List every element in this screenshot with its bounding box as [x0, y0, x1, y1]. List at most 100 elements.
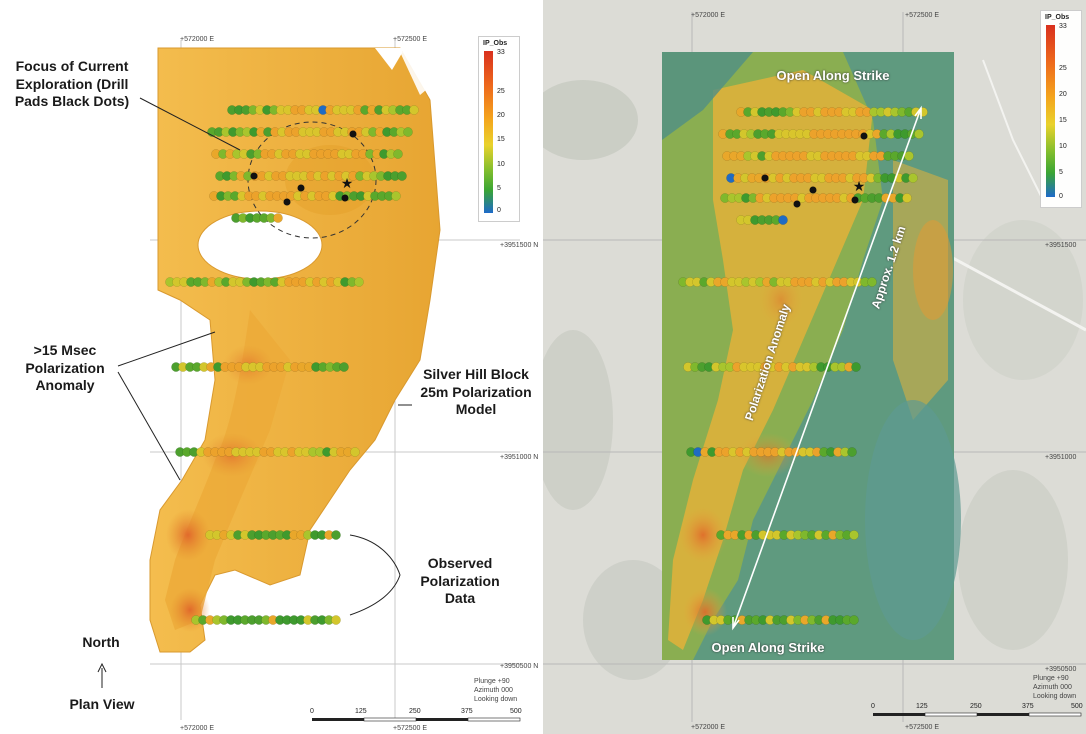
- left-scale-bar: [312, 717, 521, 722]
- legend-tick: 15: [497, 136, 505, 143]
- scale-tick: 125: [916, 703, 928, 710]
- legend-tick: 20: [1059, 91, 1067, 98]
- label-observed-data: Observed Polarization Data: [420, 555, 500, 606]
- view-info-looking: Looking down: [1033, 693, 1077, 700]
- legend-title: IP_Obs: [483, 40, 508, 47]
- ip-reading-point: [409, 105, 419, 115]
- drill-pad: [793, 200, 801, 208]
- view-info-plunge: Plunge +90: [1033, 675, 1069, 682]
- ip-reading-point: [350, 447, 360, 457]
- scale-tick: 0: [310, 708, 314, 715]
- legend-color-ramp: [1046, 25, 1055, 197]
- scale-tick: 375: [461, 708, 473, 715]
- legend-tick: 20: [497, 112, 505, 119]
- drill-pad: [283, 198, 291, 206]
- label-open-strike-top: Open Along Strike: [776, 68, 890, 83]
- grid-label-n1: +3951500 N: [500, 242, 539, 249]
- grid-label-n3: +3950500: [1045, 666, 1077, 673]
- label-open-strike-bottom: Open Along Strike: [711, 640, 825, 655]
- drill-pad: [349, 130, 357, 138]
- right-scale-bar: [873, 712, 1082, 717]
- legend-tick: 5: [1059, 169, 1063, 176]
- strike-length-arrow-icon: [732, 105, 922, 631]
- legend-tick: 25: [497, 88, 505, 95]
- ip-reading-point: [867, 277, 877, 287]
- drill-pad: [860, 132, 868, 140]
- drill-pad: [851, 196, 859, 204]
- legend-tick: 25: [1059, 65, 1067, 72]
- polarization-overlay: [662, 52, 961, 660]
- grid-label-n1: +3951500: [1045, 242, 1077, 249]
- drill-pad: [341, 194, 349, 202]
- star-marker-icon: ★: [853, 178, 866, 194]
- scale-tick: 250: [409, 708, 421, 715]
- label-plan-view: Plan View: [69, 696, 135, 712]
- grid-label-e2-top: +572500 E: [905, 12, 940, 19]
- polarization-model-body: [149, 47, 441, 653]
- legend-tick: 5: [497, 185, 501, 192]
- grid-label-n2: +3951000: [1045, 454, 1077, 461]
- grid-label-e2-bottom: +572500 E: [905, 724, 940, 731]
- drill-pad: [761, 174, 769, 182]
- grid-label-n2: +3951000 N: [500, 454, 539, 461]
- grid-label-e1-top: +572000 E: [180, 36, 215, 43]
- grid-label-e2-top: +572500 E: [393, 36, 428, 43]
- ip-reading-point: [849, 530, 859, 540]
- view-info-looking: Looking down: [474, 696, 518, 703]
- grid-label-e2-bottom: +572500 E: [393, 725, 428, 732]
- left-color-legend: IP_Obs 33 25 20 15 10 5 0: [478, 36, 520, 222]
- ip-reading-point: [851, 362, 861, 372]
- ip-reading-point: [778, 215, 788, 225]
- view-info-azimuth: Azimuth 000: [474, 687, 513, 694]
- star-marker-icon: ★: [341, 175, 354, 191]
- drill-pad: [297, 184, 305, 192]
- left-leader-lines: [117, 97, 412, 616]
- north-arrow-icon: [97, 662, 107, 688]
- view-info-plunge: Plunge +90: [474, 678, 510, 685]
- legend-tick: 33: [1059, 23, 1067, 30]
- ip-reading-point: [273, 213, 283, 223]
- ip-reading-point: [331, 615, 341, 625]
- legend-tick: 10: [497, 161, 505, 168]
- label-anomaly: >15 Msec Polarization Anomaly: [25, 342, 105, 393]
- legend-tick: 15: [1059, 117, 1067, 124]
- ip-survey-lines: [165, 105, 419, 625]
- legend-tick: 0: [1059, 193, 1063, 200]
- scale-tick: 125: [355, 708, 367, 715]
- right-color-legend: IP_Obs 33 25 20 15 10 5 0: [1040, 10, 1082, 208]
- label-north: North: [82, 634, 120, 650]
- drill-pads: ★: [761, 132, 868, 208]
- grid-label-e1-bottom: +572000 E: [691, 724, 726, 731]
- legend-title: IP_Obs: [1045, 14, 1070, 21]
- ip-reading-point: [397, 171, 407, 181]
- label-focus-exploration: Focus of Current Exploration (Drill Pads…: [14, 58, 130, 109]
- ip-reading-point: [354, 277, 364, 287]
- ip-reading-point: [914, 129, 924, 139]
- right-panel-map-overlay: ★ +572000 E +572500 E +3951500 +3951000 …: [543, 0, 1086, 734]
- scale-tick: 500: [1071, 703, 1083, 710]
- ip-reading-point: [847, 447, 857, 457]
- right-map-canvas: ★: [543, 0, 1086, 734]
- ip-survey-lines: [678, 107, 928, 625]
- ip-reading-point: [331, 530, 341, 540]
- legend-tick: 33: [497, 49, 505, 56]
- drill-pad: [809, 186, 817, 194]
- drill-pads: ★: [250, 130, 357, 206]
- ip-reading-point: [902, 193, 912, 203]
- view-info-azimuth: Azimuth 000: [1033, 684, 1072, 691]
- ip-reading-point: [849, 615, 859, 625]
- left-panel-3d-model: ★ +572000 E +5725: [14, 36, 539, 732]
- ip-reading-point: [391, 191, 401, 201]
- ip-reading-point: [908, 173, 918, 183]
- drill-pad: [250, 172, 258, 180]
- ip-reading-point: [393, 149, 403, 159]
- grid-label-n3: +3950500 N: [500, 663, 539, 670]
- ip-reading-point: [904, 151, 914, 161]
- ip-reading-point: [403, 127, 413, 137]
- legend-color-ramp: [484, 51, 493, 213]
- grid-label-e1-top: +572000 E: [691, 12, 726, 19]
- grid-label-e1-bottom: +572000 E: [180, 725, 215, 732]
- left-model-canvas: ★: [97, 40, 521, 722]
- scale-tick: 0: [871, 703, 875, 710]
